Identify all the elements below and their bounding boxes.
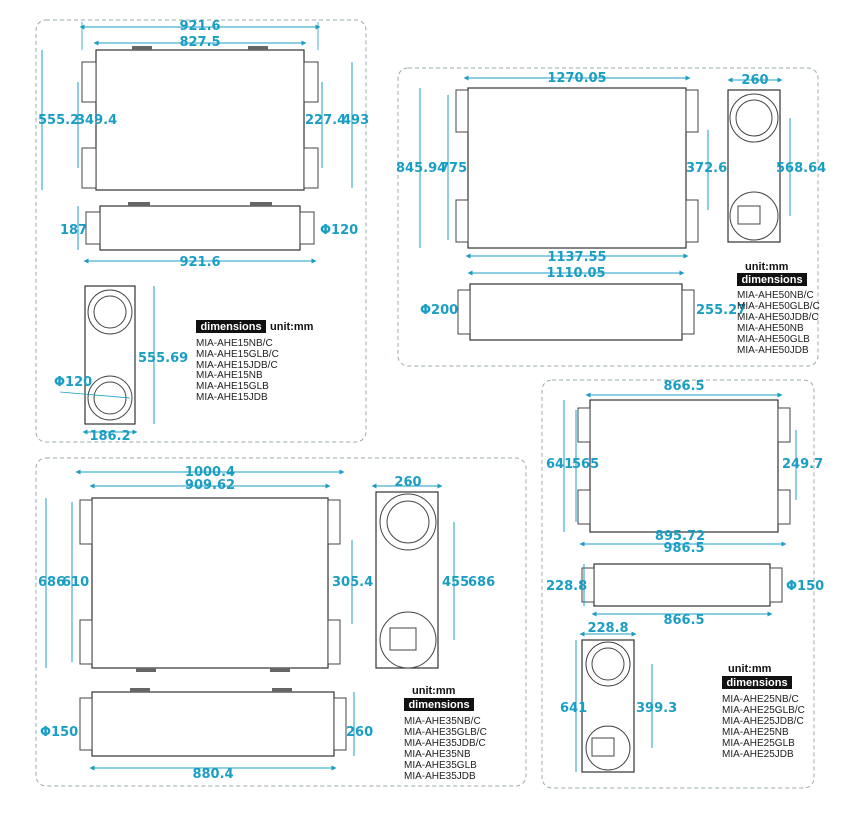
ahe35-left-duct-spacing-label: 610 bbox=[62, 575, 89, 590]
ahe25-width-label: 866.5 bbox=[663, 379, 704, 394]
ahe50-front-height-label: 255.27 bbox=[696, 303, 746, 318]
ahe15-side-width-label: 186.2 bbox=[89, 429, 130, 444]
ahe35-front-width-label: 880.4 bbox=[192, 767, 233, 782]
ahe25-front-width-label: 866.5 bbox=[663, 613, 704, 628]
ahe35-front-height-label: 260 bbox=[346, 725, 373, 740]
ahe15-right-duct-spacing-label: 227.4 bbox=[305, 113, 346, 128]
ahe15-side-duct-label: Φ120 bbox=[54, 375, 92, 390]
ahe15-front-view: 187 Φ120 921.6 bbox=[60, 202, 358, 270]
ahe15-inner-width-label: 827.5 bbox=[179, 35, 220, 50]
ahe35-side-duct-spacing-label: 455 bbox=[442, 575, 469, 590]
ahe15-side-height-label: 555.69 bbox=[138, 351, 188, 366]
ahe50-side-duct-spacing-label: 568.64 bbox=[776, 161, 826, 176]
ahe25-unit-label: unit:mm bbox=[728, 663, 772, 675]
ahe25-model-2: MIA-AHE25GLB/C bbox=[722, 705, 805, 716]
ahe50-left-duct-spacing-label: 775 bbox=[440, 161, 467, 176]
ahe50-side-view: 260 568.64 bbox=[727, 73, 826, 243]
ahe25-side-view: 228.8 641 399.3 bbox=[560, 621, 677, 773]
ahe15-right-height-label: 493 bbox=[342, 113, 369, 128]
ahe15-front-width-label: 921.6 bbox=[179, 255, 220, 270]
ahe15-side-view: 555.69 Φ120 186.2 bbox=[54, 285, 188, 444]
ahe35-top-view: 1000.4 909.62 686 610 305.4 bbox=[38, 465, 373, 672]
ahe25-legend: unit:mm dimensions MIA-AHE25NB/C MIA-AHE… bbox=[722, 663, 805, 760]
ahe35-inner-width-label: 909.62 bbox=[185, 478, 235, 493]
ahe50-left-height-label: 845.94 bbox=[396, 161, 446, 176]
ahe25-model-3: MIA-AHE25JDB/C bbox=[722, 716, 804, 727]
ahe15-front-duct-label: Φ120 bbox=[320, 223, 358, 238]
ahe25-side-duct-spacing-label: 399.3 bbox=[636, 701, 677, 716]
ahe35-side-height-label: 686 bbox=[468, 575, 495, 590]
ahe25-top-view: 866.5 641 565 249.7 895.72 986.5 bbox=[546, 379, 823, 556]
ahe25-side-height-label: 641 bbox=[560, 701, 587, 716]
ahe35-left-height-label: 686 bbox=[38, 575, 65, 590]
ahe25-front-height-label: 228.8 bbox=[546, 579, 587, 594]
ahe35-overall-width-label: 1000.4 bbox=[185, 465, 235, 480]
ahe35-right-duct-spacing-label: 305.4 bbox=[332, 575, 373, 590]
ahe35-front-view: Φ150 260 880.4 bbox=[40, 688, 373, 782]
ahe35-unit-label: unit:mm bbox=[412, 685, 456, 697]
panel-ahe35 bbox=[35, 457, 527, 787]
ahe25-model-4: MIA-AHE25NB bbox=[722, 727, 789, 738]
ahe15-model-5: MIA-AHE15GLB bbox=[196, 381, 269, 392]
ahe15-model-6: MIA-AHE15JDB bbox=[196, 392, 268, 403]
panel-ahe15 bbox=[35, 19, 367, 443]
ahe25-left-duct-spacing-label: 565 bbox=[572, 457, 599, 472]
panel-ahe50 bbox=[397, 67, 819, 367]
ahe15-dimensions-badge: dimensions bbox=[200, 321, 261, 333]
ahe25-model-5: MIA-AHE25GLB bbox=[722, 738, 795, 749]
ahe25-model-1: MIA-AHE25NB/C bbox=[722, 694, 799, 705]
ahe15-model-4: MIA-AHE15NB bbox=[196, 370, 263, 381]
ahe15-overall-width-label: 921.6 bbox=[179, 19, 220, 34]
ahe25-dimensions-badge: dimensions bbox=[726, 677, 787, 689]
ahe15-left-height-label: 555.2 bbox=[38, 113, 79, 128]
ahe15-front-height-label: 187 bbox=[60, 223, 87, 238]
ahe35-model-3: MIA-AHE35JDB/C bbox=[404, 738, 486, 749]
ahe25-bottom-overall-width-label: 986.5 bbox=[663, 541, 704, 556]
ahe50-bottom-width-label: 1137.55 bbox=[547, 250, 606, 265]
ahe35-model-1: MIA-AHE35NB/C bbox=[404, 716, 481, 727]
ahe25-bottom-inner-width-label: 895.72 bbox=[655, 529, 705, 544]
ahe50-front-width-label: 1110.05 bbox=[546, 266, 605, 281]
ahe35-dimensions-badge: dimensions bbox=[408, 699, 469, 711]
ahe50-model-5: MIA-AHE50GLB bbox=[737, 334, 810, 345]
ahe35-model-5: MIA-AHE35GLB bbox=[404, 760, 477, 771]
ahe50-model-1: MIA-AHE50NB/C bbox=[737, 290, 814, 301]
ahe25-front-view: 228.8 Φ150 866.5 bbox=[546, 563, 824, 628]
ahe35-model-4: MIA-AHE35NB bbox=[404, 749, 471, 760]
panel-ahe25 bbox=[541, 379, 815, 789]
ahe50-front-view: 1110.05 Φ200 255.27 bbox=[420, 266, 746, 341]
ahe35-front-duct-label: Φ150 bbox=[40, 725, 78, 740]
ahe50-model-2: MIA-AHE50GLB/C bbox=[737, 301, 820, 312]
ahe35-side-width-label: 260 bbox=[394, 475, 421, 490]
ahe25-front-duct-label: Φ150 bbox=[786, 579, 824, 594]
ahe50-width-label: 1270.05 bbox=[547, 71, 606, 86]
ahe25-right-duct-spacing-label: 249.7 bbox=[782, 457, 823, 472]
ahe15-model-2: MIA-AHE15GLB/C bbox=[196, 349, 279, 360]
ahe35-model-2: MIA-AHE35GLB/C bbox=[404, 727, 487, 738]
ahe25-side-width-label: 228.8 bbox=[587, 621, 628, 636]
ahe50-right-duct-spacing-label: 372.64 bbox=[686, 161, 736, 176]
ahe50-unit-label: unit:mm bbox=[745, 261, 789, 273]
ahe50-top-view: 1270.05 845.94 775 372.64 1137.55 bbox=[396, 71, 736, 265]
ahe50-model-4: MIA-AHE50NB bbox=[737, 323, 804, 334]
ahe15-left-duct-spacing-label: 349.4 bbox=[76, 113, 117, 128]
ahe50-side-width-label: 260 bbox=[741, 73, 768, 88]
ahe35-legend: unit:mm dimensions MIA-AHE35NB/C MIA-AHE… bbox=[404, 685, 487, 782]
ahe35-side-view: 260 455 686 bbox=[371, 475, 495, 669]
ahe50-legend: unit:mm dimensions MIA-AHE50NB/C MIA-AHE… bbox=[737, 261, 820, 356]
ahe15-top-view: 921.6 827.5 555.2 349.4 227.4 493 bbox=[38, 19, 369, 191]
ahe15-unit-label: unit:mm bbox=[270, 321, 314, 333]
ahe15-model-3: MIA-AHE15JDB/C bbox=[196, 360, 278, 371]
ahe15-model-1: MIA-AHE15NB/C bbox=[196, 338, 273, 349]
ahe25-left-height-label: 641 bbox=[546, 457, 573, 472]
ahe15-legend: dimensions unit:mm MIA-AHE15NB/C MIA-AHE… bbox=[196, 320, 314, 403]
ahe50-dimensions-badge: dimensions bbox=[741, 274, 802, 286]
ahe25-model-6: MIA-AHE25JDB bbox=[722, 749, 794, 760]
ahe50-model-6: MIA-AHE50JDB bbox=[737, 345, 809, 356]
ahe50-model-3: MIA-AHE50JDB/C bbox=[737, 312, 819, 323]
ahe50-front-duct-label: Φ200 bbox=[420, 303, 458, 318]
ahe35-model-6: MIA-AHE35JDB bbox=[404, 771, 476, 782]
